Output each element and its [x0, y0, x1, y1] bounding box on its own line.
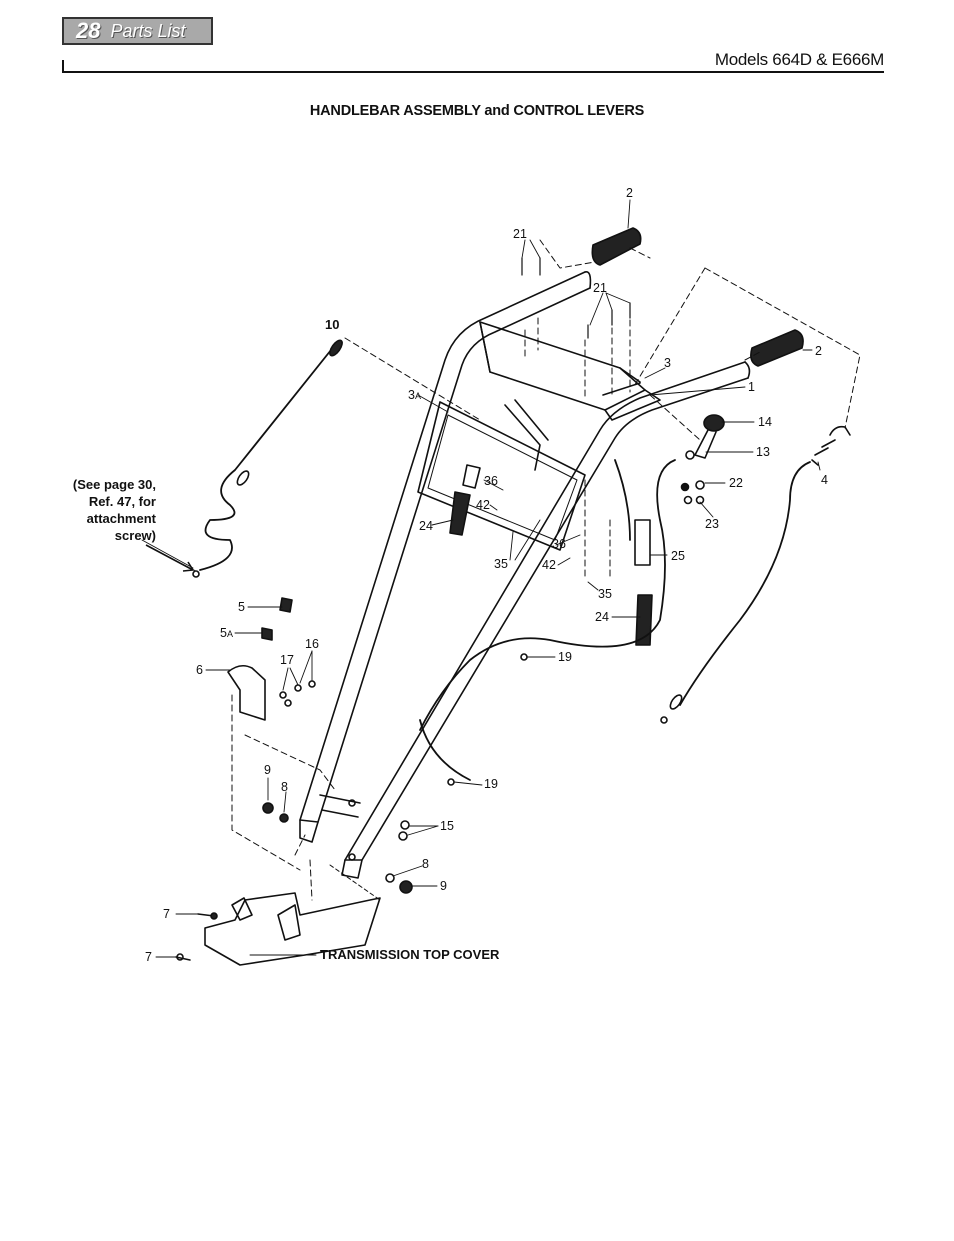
callout-13: 13 — [756, 445, 770, 459]
callout-24-right: 24 — [595, 610, 609, 624]
hardware-nuts — [262, 799, 413, 894]
cable-bracket — [227, 597, 316, 721]
callout-36-left: 36 — [484, 474, 498, 488]
control-lever-grips — [449, 464, 653, 646]
section-title: Parts List — [110, 20, 186, 41]
callout-5a: 5A — [220, 626, 233, 640]
handlebar-frame — [299, 271, 751, 879]
control-cables — [199, 344, 811, 781]
models-label: Models 664D & E666M — [714, 50, 884, 69]
note-arrow — [145, 544, 196, 572]
choke-control — [811, 425, 851, 466]
callout-25: 25 — [671, 549, 685, 563]
bolts-21 — [521, 257, 631, 339]
transmission-cover-label: TRANSMISSION TOP COVER — [320, 947, 500, 962]
callout-8-left: 8 — [281, 780, 288, 794]
callout-35-right: 35 — [598, 587, 612, 601]
callout-9-left: 9 — [264, 763, 271, 777]
callout-36-right: 36 — [552, 537, 566, 551]
callout-4: 4 — [821, 473, 828, 487]
callout-2-right: 2 — [815, 344, 822, 358]
callout-3a-num: 3 — [408, 388, 415, 402]
callout-19-lower: 19 — [484, 777, 498, 791]
page-header-tab: 28 Parts List — [62, 17, 213, 45]
diagram-title: HANDLEBAR ASSEMBLY and CONTROL LEVERS — [309, 103, 645, 119]
note-line-3: attachment — [86, 511, 156, 526]
callout-5: 5 — [238, 600, 245, 614]
callout-6: 6 — [196, 663, 203, 677]
leader-lines — [141, 199, 821, 958]
bolts-7 — [175, 912, 218, 961]
callout-7-lower: 7 — [145, 950, 152, 964]
callout-3: 3 — [664, 356, 671, 370]
callout-35-left: 35 — [494, 557, 508, 571]
assembly-lines — [231, 239, 861, 901]
callout-1: 1 — [748, 380, 755, 394]
cable-guides — [447, 653, 528, 786]
callout-3a-sup: A — [415, 391, 421, 401]
callout-42-right: 42 — [542, 558, 556, 572]
control-panel — [479, 321, 661, 421]
callout-19-upper: 19 — [558, 650, 572, 664]
callout-42-left: 42 — [476, 498, 490, 512]
cable-end-4 — [660, 694, 683, 724]
callout-2-top: 2 — [626, 186, 633, 200]
callout-17: 17 — [280, 653, 294, 667]
callout-8-right: 8 — [422, 857, 429, 871]
throttle-lever — [680, 414, 725, 505]
dash-panel-3a — [417, 399, 586, 551]
transmission-top-cover — [204, 864, 381, 966]
note-line-2: Ref. 47, for — [88, 494, 156, 509]
callout-10: 10 — [325, 317, 339, 332]
callout-labels: 2 21 21 10 3 2 1 3A 14 13 4 22 23 36 42 … — [145, 186, 828, 964]
callout-5a-num: 5 — [220, 626, 227, 640]
callout-24-left: 24 — [419, 519, 433, 533]
grip-left — [591, 227, 642, 266]
grip-right — [750, 329, 804, 367]
page-number: 28 — [76, 18, 101, 43]
attachment-note: (See page 30, Ref. 47, for attachment sc… — [60, 476, 156, 544]
callout-22: 22 — [729, 476, 743, 490]
callout-23: 23 — [705, 517, 719, 531]
callout-3a: 3A — [408, 388, 421, 402]
header-rule-tick — [62, 60, 64, 73]
callout-16: 16 — [305, 637, 319, 651]
header-rule — [62, 71, 884, 73]
callout-21-panel: 21 — [593, 281, 607, 295]
note-line-4: screw) — [114, 528, 156, 543]
callout-15: 15 — [440, 819, 454, 833]
cable-end-10 — [192, 339, 343, 578]
callout-5a-sup: A — [227, 629, 233, 639]
callout-9-right: 9 — [440, 879, 447, 893]
callout-14: 14 — [758, 415, 772, 429]
note-line-1: (See page 30, — [72, 477, 156, 492]
callout-7-upper: 7 — [163, 907, 170, 921]
callout-21-top: 21 — [513, 227, 527, 241]
